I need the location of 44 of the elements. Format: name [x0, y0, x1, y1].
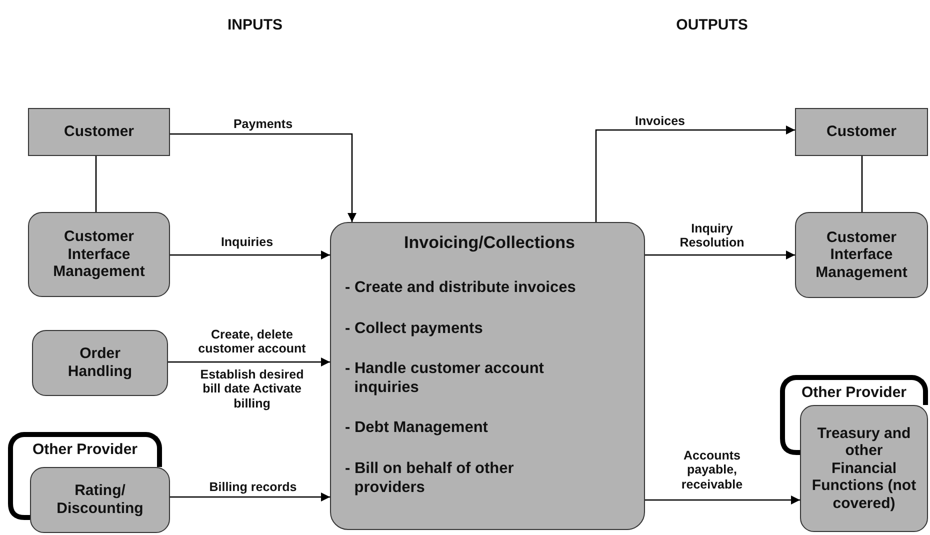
process-box: [30, 467, 170, 533]
process-box: [795, 212, 928, 298]
node-title: Invoicing/Collections: [403, 233, 576, 253]
column-heading: INPUTS: [226, 16, 284, 34]
bullet-item: - Handle customer account inquiries: [345, 360, 545, 398]
arrow: [595, 126, 795, 222]
node-label: Order Handling: [66, 345, 134, 381]
arrow: [645, 250, 795, 260]
node-label: Customer: [826, 123, 896, 141]
bullet-item: - Create and distribute invoices: [345, 279, 577, 298]
connector-line: [95, 156, 97, 212]
connector-line: [861, 156, 863, 212]
edge-label: Accounts payable, receivable: [680, 448, 744, 492]
process-box: [800, 405, 928, 532]
arrow: [168, 358, 330, 366]
node-label: Other Provider: [801, 384, 907, 402]
process-box: [32, 330, 168, 396]
group-frame: [780, 375, 928, 405]
node-label: Treasury and other Financial Functions (not covered): [811, 424, 917, 512]
edge-label: Payments: [232, 116, 294, 132]
bullet-item: - Debt Management: [345, 419, 489, 438]
edge-label: Inquiry Resolution: [678, 222, 746, 250]
node-label: Rating/ Discounting: [56, 482, 144, 518]
flow-label: Establish desired bill date Activate billing: [200, 367, 304, 411]
bullet-item: - Bill on behalf of other providers: [345, 460, 515, 498]
edge-label: Invoices: [634, 114, 686, 128]
node-label: Other Provider: [32, 441, 138, 459]
arrow: [170, 250, 330, 260]
edge-label: Billing records: [208, 480, 298, 494]
edge-label: Inquiries: [220, 234, 274, 250]
node-label: Customer Interface Management: [52, 228, 146, 281]
process-box: [330, 222, 645, 530]
group-frame: [8, 432, 162, 467]
entity-box: [28, 108, 170, 156]
edge-label: Create, delete customer account: [197, 328, 307, 356]
process-box: [28, 212, 170, 297]
arrow: [645, 496, 800, 504]
node-label: Customer: [64, 123, 134, 141]
column-heading: OUTPUTS: [675, 16, 749, 34]
arrow: [170, 492, 330, 502]
entity-box: [795, 108, 928, 156]
bullet-item: - Collect payments: [345, 320, 484, 338]
node-label: Customer Interface Management: [814, 228, 908, 282]
arrow: [170, 133, 356, 222]
